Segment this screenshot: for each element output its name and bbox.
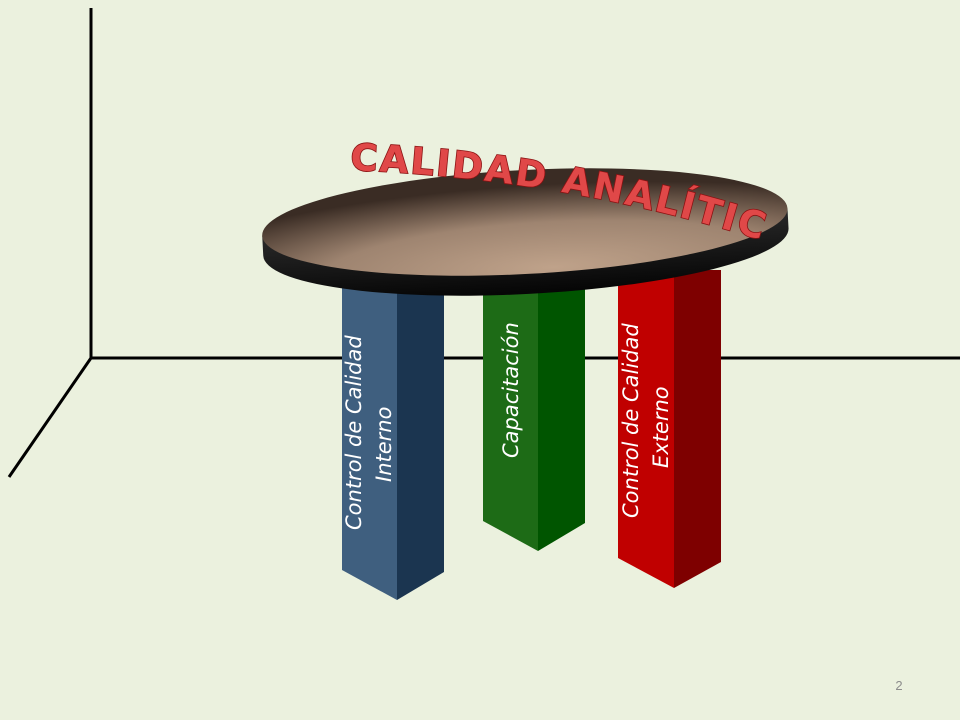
pillar-label-line-1: Capacitación [499,322,523,458]
pillar-front-face [618,270,674,588]
pillar-label: Control de Calidad Interno [342,329,396,530]
pillar-side-face [674,270,721,588]
pillar-front-face [483,282,538,551]
pillar-control-externo: Control de Calidad Externo [618,270,721,588]
pillar-label-line-2: Externo [649,386,673,468]
tabletop [262,168,789,296]
pillar-front-face [342,282,397,600]
pillar-label: Capacitación [499,322,523,458]
pillar-capacitacion: Capacitación [483,282,585,551]
pillar-label: Control de Calidad Externo [619,317,673,518]
pillar-side-face [397,282,444,600]
pillar-control-interno: Control de Calidad Interno [342,282,444,600]
floor-diagonal-line [7,357,93,478]
slide-number: 2 [895,678,903,693]
tabletop-top-surface [262,168,788,276]
pillar-label-line-2: Interno [372,407,396,482]
pillar-label-line-1: Control de Calidad [619,323,643,518]
pillar-label-line-1: Control de Calidad [342,335,366,530]
pillar-side-face [538,282,585,551]
